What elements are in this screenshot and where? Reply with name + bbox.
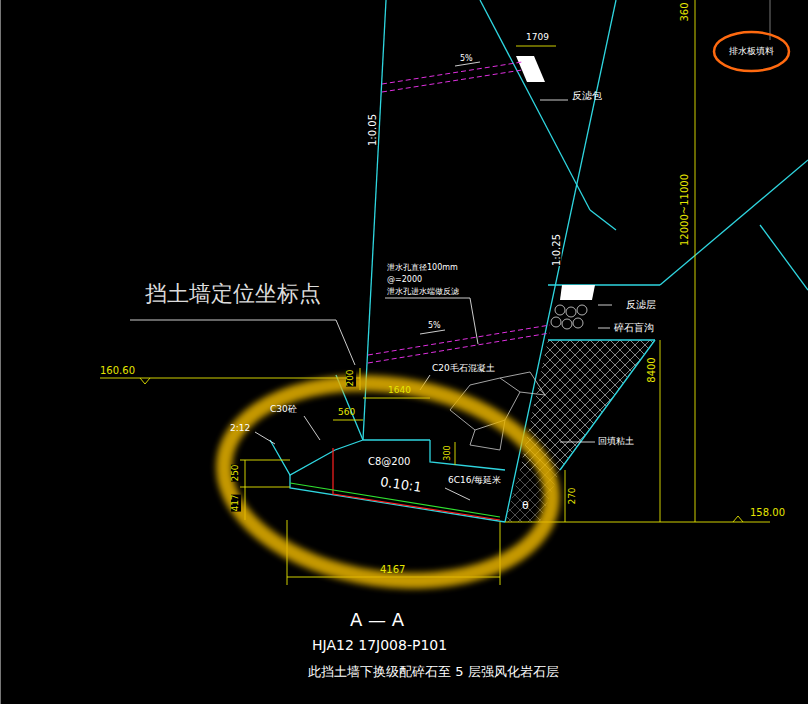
drawing-label: 360 [679, 2, 690, 21]
drawing-label: 1640 [388, 386, 411, 396]
drawing-label: 300 [444, 445, 453, 460]
note-ellipse: 排水板填料 [712, 30, 791, 73]
drawing-label: 反滤包 [572, 90, 602, 101]
drawing-label: 泄水孔进水端做反滤 [387, 288, 459, 297]
drawing-label: 2:12 [230, 424, 250, 434]
drawing-label: 反滤层 [626, 299, 656, 310]
drawing-label: C8@200 [368, 456, 410, 467]
drawing-label: 1:0.05 [367, 114, 378, 146]
drawing-label: 160.60 [100, 365, 135, 376]
drawing-label: 560 [338, 408, 355, 418]
drawing-label: C30砼 [270, 405, 297, 415]
drawing-label: 1709 [526, 33, 549, 43]
drawing-label: 回填粘土 [598, 437, 634, 447]
drawing-label: 158.00 [750, 507, 785, 518]
note-text: 排水板填料 [729, 45, 774, 58]
drawing-label: 此挡土墙下换级配碎石至 5 层强风化岩石层 [308, 665, 559, 679]
drawing-label: 4167 [380, 564, 405, 575]
drawing-label: 碎石盲沟 [614, 322, 654, 333]
drawing-label: 250 [231, 464, 241, 481]
drawing-label: 挡土墙定位坐标点 [145, 282, 321, 306]
drawing-label: 270 [568, 487, 578, 504]
drawing-label: HJA12 17J008-P101 [312, 638, 447, 653]
drawing-label: 200 [346, 369, 356, 386]
drawing-label: 8400 [646, 357, 657, 382]
drawing-label: A — A [350, 610, 404, 630]
drawing-label: 1:0.25 [551, 234, 562, 266]
drawing-label: 12000~11000 [679, 174, 690, 246]
drawing-label: 5% [428, 322, 441, 331]
drawing-label: θ [522, 500, 529, 512]
drawing-label: 5% [460, 55, 473, 64]
drawing-label: @=2000 [387, 276, 422, 285]
drawing-label: 0.10:1 [379, 475, 422, 495]
drawing-label: 6C16/每延米 [448, 476, 502, 486]
drawing-label: 泄水孔直径100mm [387, 264, 458, 273]
drawing-label: 417 [231, 494, 241, 511]
drawing-label: C20毛石混凝土 [432, 364, 495, 374]
